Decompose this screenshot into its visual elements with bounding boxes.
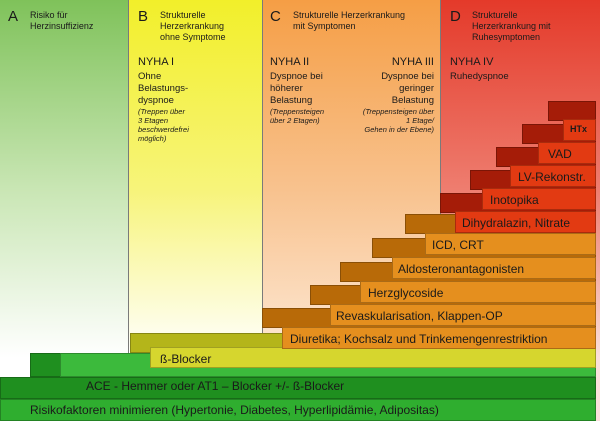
column-c-right-note-1: (Treppensteigen über [362,107,434,116]
column-c-right-note-2: 1 Etage/ [406,116,434,125]
step-label: ICD, CRT [432,238,484,252]
step-inotopika-front [482,188,596,210]
step-herzglycoside-front [360,281,596,303]
step-label: Dihydralazin, Nitrate [462,216,571,230]
column-c-right-note-3: Gehen in der Ebene) [364,125,434,134]
column-b-note-3: beschwerdefrei [138,125,189,134]
step-lv-rekonstr-front [510,165,596,187]
column-c-left-desc-1: Dyspnoe bei [270,71,323,82]
column-c-title-2: mit Symptomen [293,21,356,31]
column-c-nyha-right: NYHA III [391,56,434,68]
step-label: Herzglycoside [368,286,444,300]
column-a-title-2: Herzinsuffizienz [30,21,94,31]
column-d-title-2: Herzerkrankung mit [472,21,551,31]
step-label: Inotopika [490,193,539,207]
column-d-letter: D [450,8,461,25]
step-label: Diuretika; Kochsalz und Trinkemengenrest… [290,332,548,346]
step-label: Revaskularisation, Klappen-OP [336,309,503,323]
column-b-title-2: Herzerkrankung [160,21,225,31]
step-label: HTx [570,124,588,134]
step-htx [548,101,596,121]
column-c-left-desc-2: höherer [270,83,303,94]
column-b-note-2: 3 Etagen [138,116,169,125]
column-d-title-1: Strukturelle [472,10,518,20]
column-b-letter: B [138,8,149,25]
column-c-right-desc-1: Dyspnoe bei [381,71,434,82]
column-a-background [0,0,128,421]
step-icd-crt-front [425,233,596,255]
column-a-title-1: Risiko für [30,10,68,20]
column-divider [128,0,129,421]
step-label: VAD [548,147,572,161]
column-c-nyha-left: NYHA II [270,56,310,68]
column-c-left-note-1: (Treppensteigen [270,107,325,116]
column-d-title-3: Ruhesymptomen [472,32,541,42]
column-c-right-desc-2: geringer [399,83,434,94]
column-b-title-1: Strukturelle [160,10,206,20]
column-b-title-3: ohne Symptome [160,32,226,42]
column-divider [262,0,263,421]
column-b-desc-2: Belastungs- [138,83,189,94]
column-b-note-4: möglich) [138,134,167,143]
step-revaskularisation-front [330,304,596,326]
column-d-nyha: NYHA IV [450,56,494,68]
step-dihydralazin-front [455,211,596,233]
column-c-left-desc-3: Belastung [270,95,313,106]
step-label: LV-Rekonstr. [518,170,586,184]
step-label: ACE - Hemmer oder AT1 – Blocker +/- ß-Bl… [86,379,345,393]
column-c-letter: C [270,8,281,25]
step-label: Risikofaktoren minimieren (Hypertonie, D… [30,403,439,417]
column-b-desc-1: Ohne [138,71,162,82]
step-risikofaktoren [0,377,596,421]
step-beta-blocker-front [150,347,596,368]
column-b-desc-3: dyspnoe [138,95,174,106]
column-b-nyha: NYHA I [138,56,175,68]
column-c-right-desc-3: Belastung [391,95,434,106]
column-d-desc: Ruhedyspnoe [450,71,509,82]
column-c-title-1: Strukturelle Herzerkrankung [293,10,406,20]
step-label: ß-Blocker [160,352,212,366]
step-aldosteronantagonisten-front [392,257,596,279]
step-htx-front [563,119,596,141]
step-vad-front [538,142,596,164]
column-a-letter: A [8,8,19,25]
column-b-note-1: (Treppen über [138,107,185,116]
step-label: Aldosteronantagonisten [398,262,525,276]
column-c-left-note-2: über 2 Etagen) [270,116,320,125]
step-diuretika-front [282,327,596,349]
